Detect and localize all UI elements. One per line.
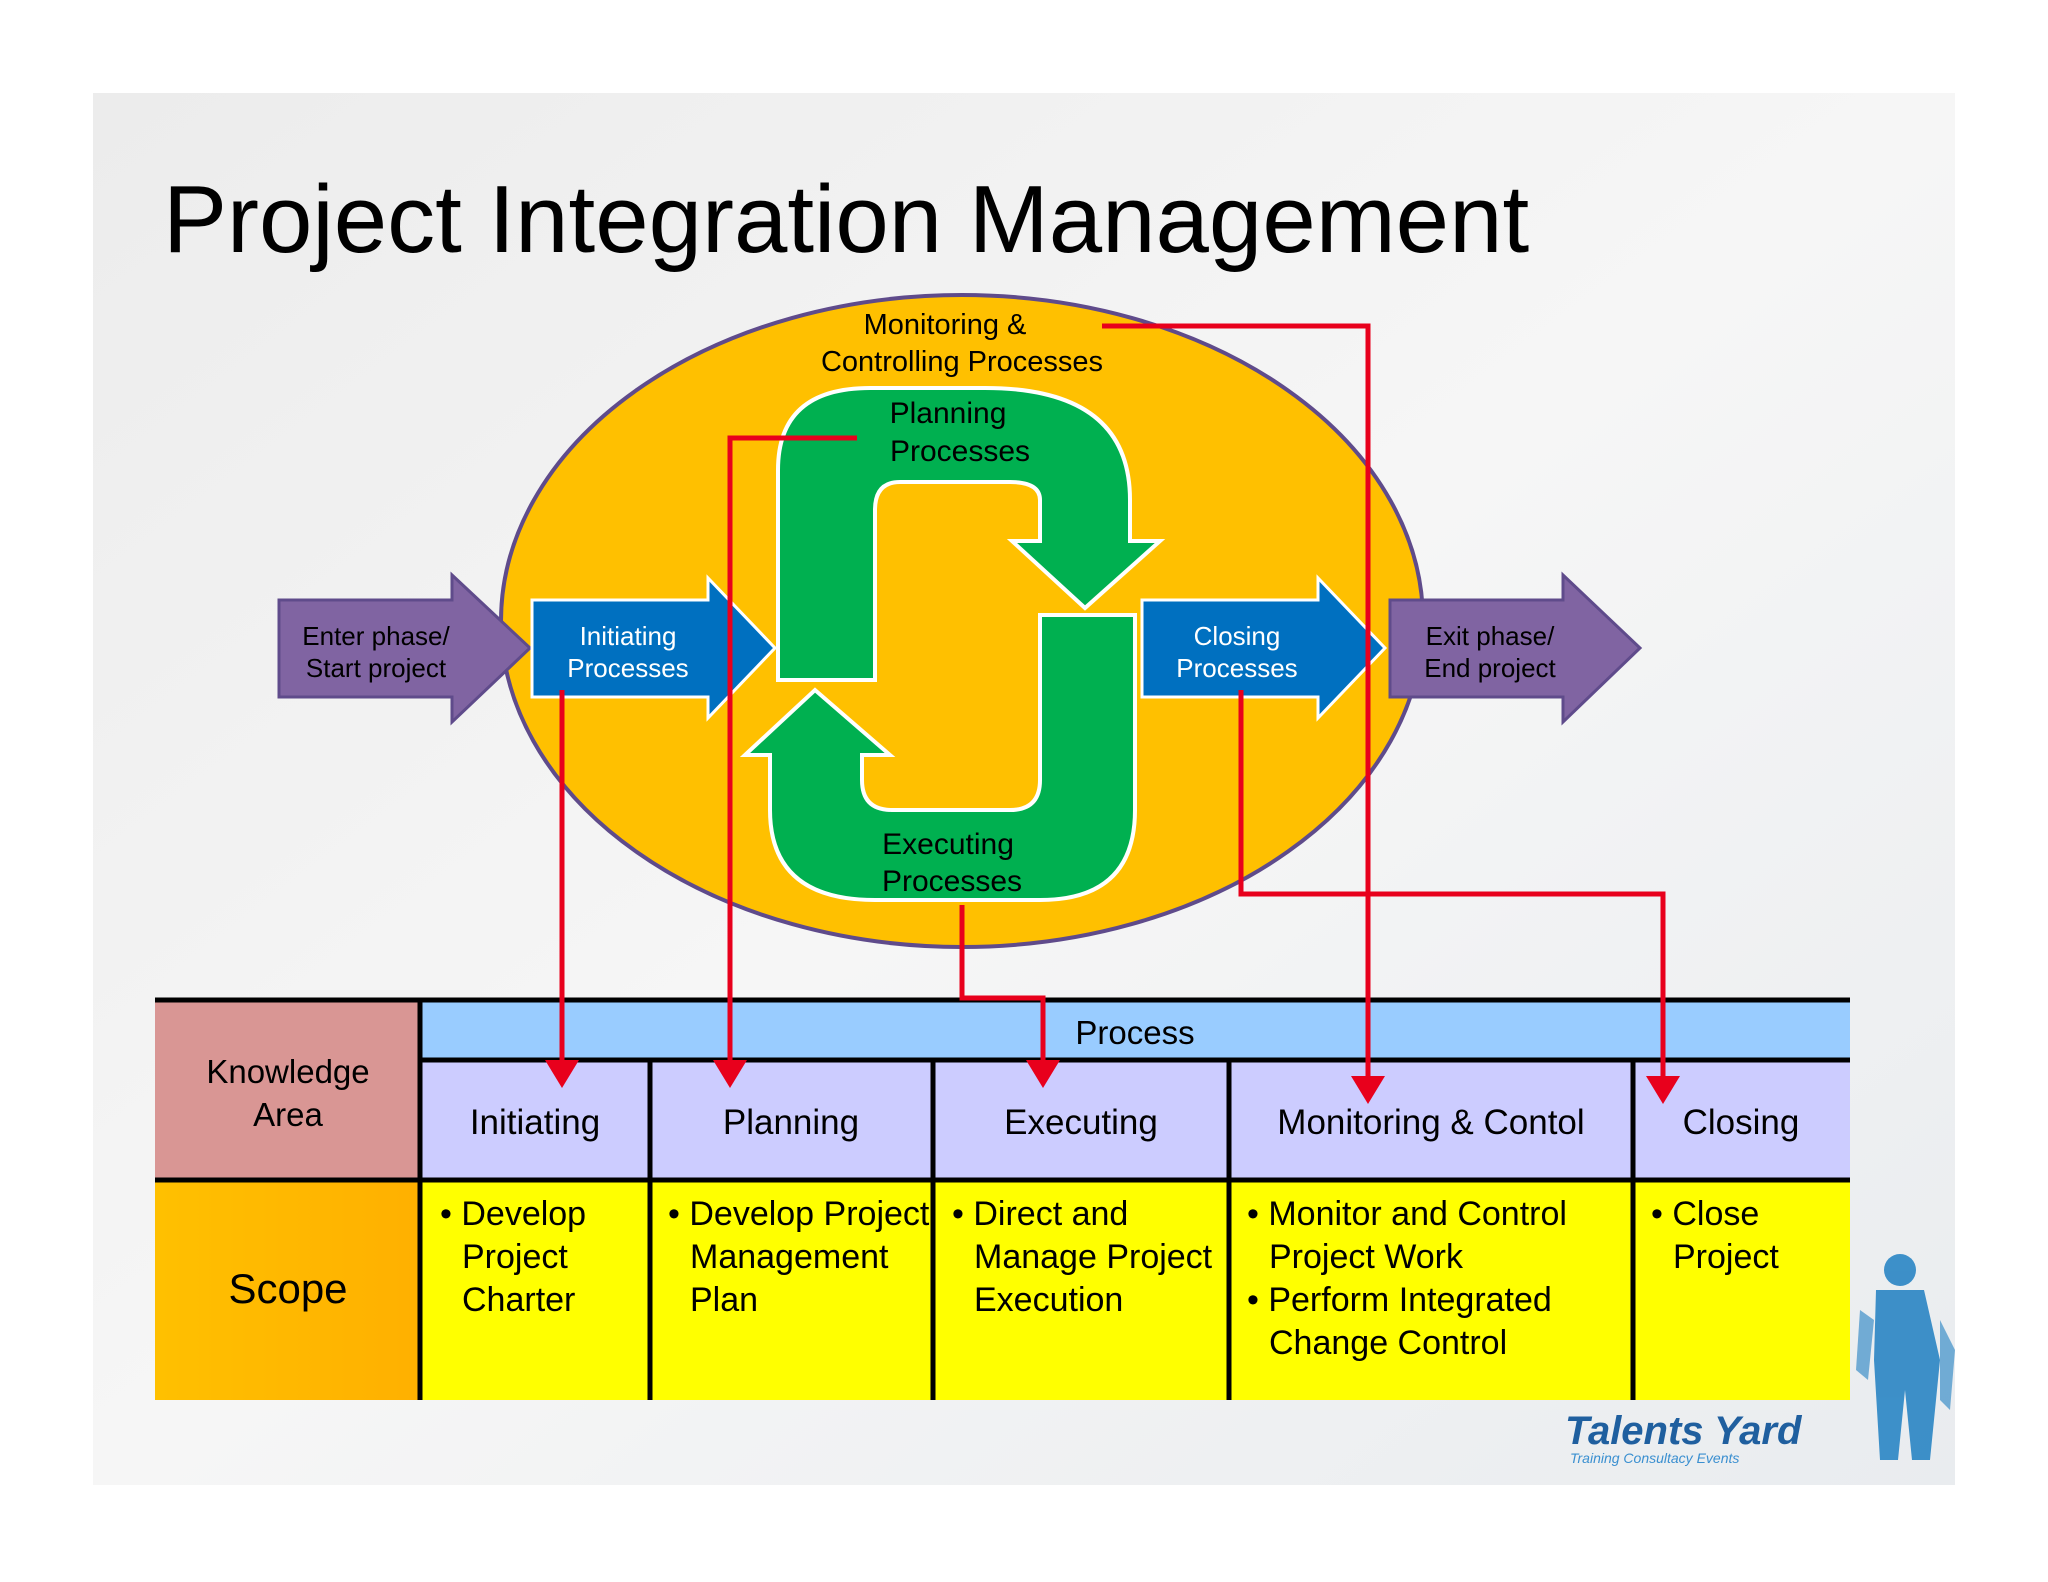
exit-phase-arrow (1388, 571, 1643, 726)
monitoring-item-line3: • Perform Integrated (1247, 1281, 1552, 1319)
arrowhead-executing (1026, 1060, 1060, 1088)
column-initiating: Initiating (470, 1103, 600, 1142)
slide-title: Project Integration Management (163, 166, 1529, 273)
planning-label-line2: Processes (890, 435, 1030, 468)
knowledge-area-label-line1: Knowledge (206, 1053, 369, 1090)
scope-cell (155, 1180, 420, 1400)
initiating-item-line2: Project (462, 1238, 568, 1276)
executing-item-line2: Manage Project (974, 1238, 1213, 1276)
logo-name: Talents Yard (1565, 1409, 1803, 1453)
knowledge-table: Knowledge Area Process Initiating Planni… (155, 997, 1850, 1400)
executing-process-arrow (739, 613, 1137, 902)
closing-process-arrow (1140, 574, 1388, 722)
logo-figure-icon (1856, 1254, 1955, 1460)
connector-planning (727, 435, 857, 1060)
executing-item-line3: Execution (974, 1281, 1123, 1319)
monitoring-item-line2: Project Work (1269, 1238, 1464, 1276)
planning-item-line3: Plan (690, 1281, 758, 1319)
connector-monitoring (1102, 323, 1371, 1080)
enter-label-line1: Enter phase/ (302, 621, 450, 651)
monitoring-item-line1: • Monitor and Control (1247, 1195, 1567, 1233)
talents-yard-logo: Talents Yard Training Consultacy Events (1565, 1254, 1955, 1466)
planning-label-line1: Planning (890, 397, 1007, 430)
initiating-item-line3: Charter (462, 1281, 575, 1319)
arrowhead-initiating (545, 1060, 579, 1088)
process-header-cell (420, 1000, 1850, 1060)
process-header-label: Process (1075, 1014, 1194, 1051)
planning-item-line2: Management (690, 1238, 889, 1276)
closing-label-line1: Closing (1194, 621, 1281, 651)
column-closing: Closing (1683, 1103, 1800, 1142)
scope-label: Scope (228, 1265, 347, 1312)
closing-item-line2: Project (1673, 1238, 1779, 1276)
executing-item-line1: • Direct and (952, 1195, 1128, 1233)
closing-label-line2: Processes (1176, 653, 1297, 683)
initiating-label-line2: Processes (567, 653, 688, 683)
column-planning: Planning (723, 1103, 859, 1142)
column-executing: Executing (1004, 1103, 1158, 1142)
scope-content-row (420, 1180, 1850, 1400)
connector-lines (559, 323, 1666, 1080)
column-monitoring: Monitoring & Contol (1277, 1103, 1584, 1142)
exit-label-line1: Exit phase/ (1426, 621, 1555, 651)
arrowhead-closing (1646, 1076, 1680, 1104)
column-header-row (420, 1060, 1850, 1180)
knowledge-area-cell (155, 1000, 420, 1180)
planning-item-line1: • Develop Project (668, 1195, 930, 1233)
connector-closing (1238, 690, 1666, 1080)
arrowhead-monitoring (1351, 1076, 1385, 1104)
executing-label-line1: Executing (882, 828, 1014, 861)
exit-label-line2: End project (1424, 653, 1556, 683)
planning-process-arrow (776, 386, 1166, 682)
monitoring-label-line2: Controlling Processes (821, 346, 1103, 378)
arrowhead-planning (713, 1060, 747, 1088)
logo-tagline: Training Consultacy Events (1570, 1450, 1739, 1466)
connector-arrowheads (545, 1060, 1680, 1104)
knowledge-area-label-line2: Area (253, 1096, 323, 1133)
initiating-label-line1: Initiating (580, 621, 677, 651)
executing-label-line2: Processes (882, 865, 1022, 898)
enter-phase-arrow (277, 571, 533, 726)
connector-executing (959, 905, 1046, 1060)
monitoring-item-line4: Change Control (1269, 1324, 1507, 1362)
enter-label-line2: Start project (306, 653, 447, 683)
monitoring-label-line1: Monitoring & (864, 309, 1027, 341)
closing-item-line1: • Close (1651, 1195, 1759, 1233)
initiating-item-line1: • Develop (440, 1195, 586, 1233)
